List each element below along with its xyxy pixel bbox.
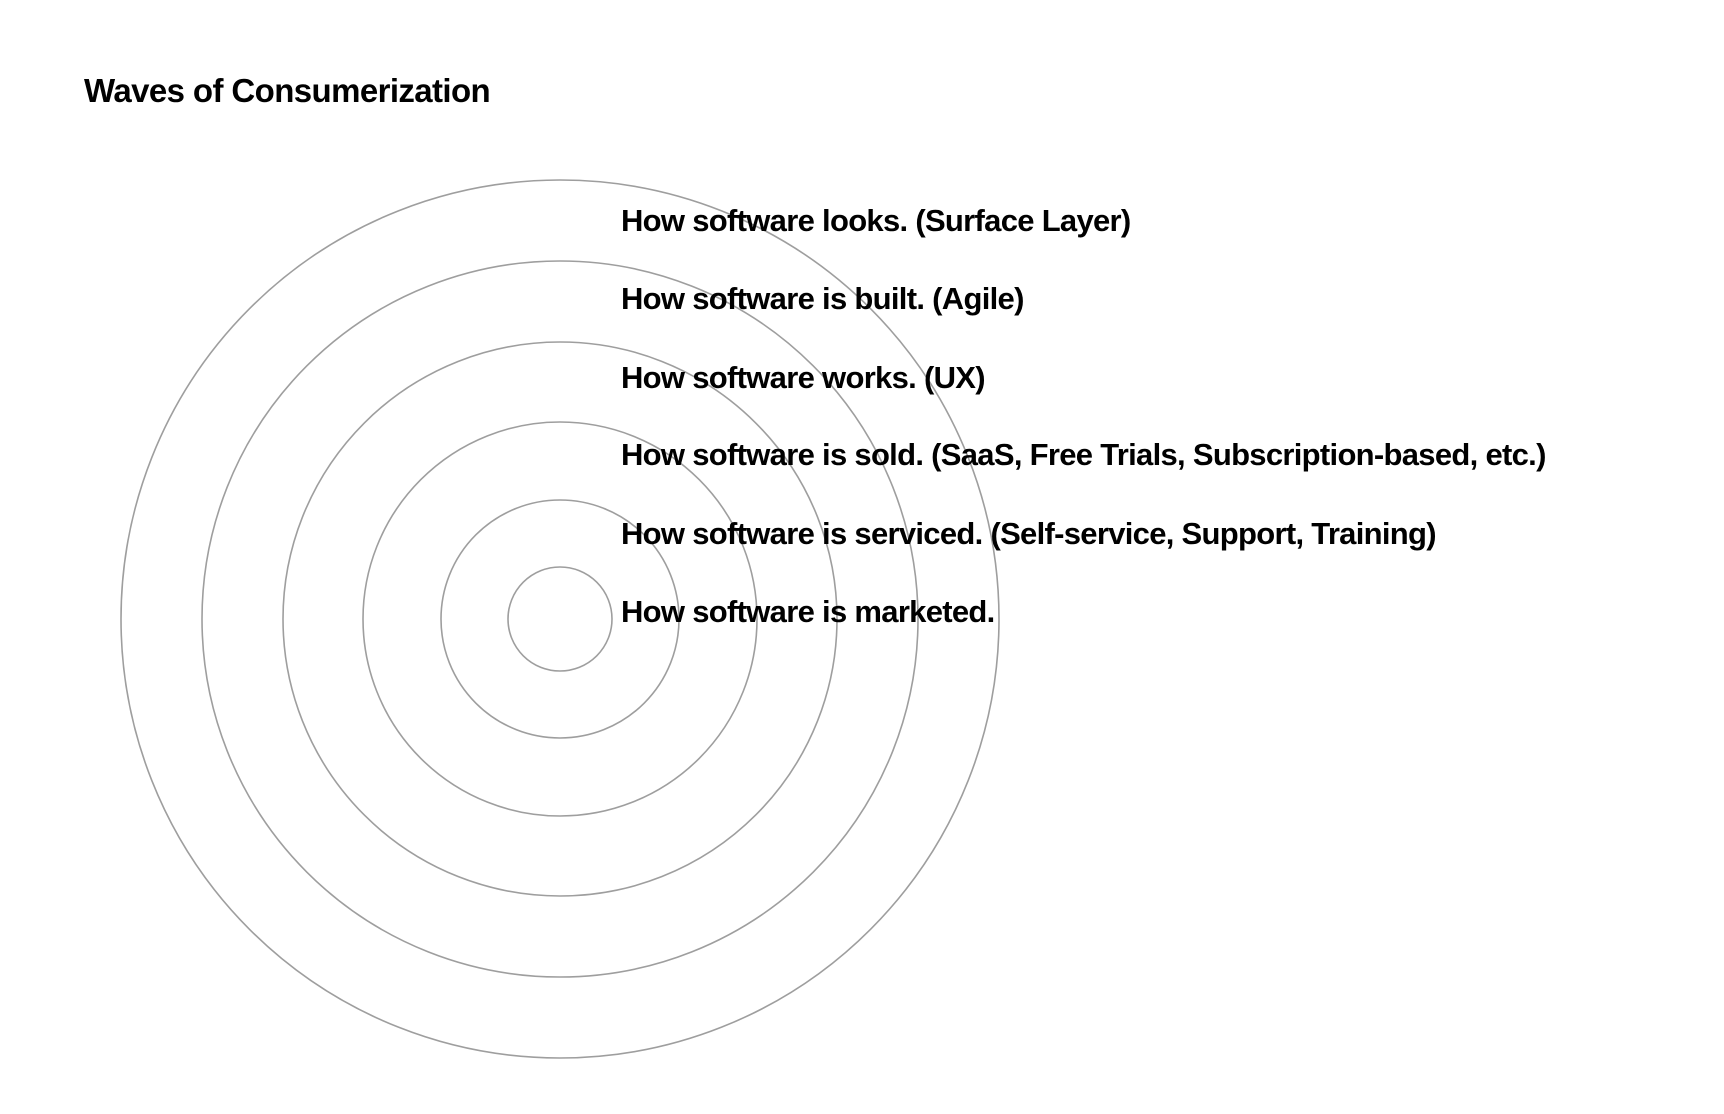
ring-marketed — [507, 566, 613, 672]
layer-label-looks: How software looks. (Surface Layer) — [621, 203, 1131, 238]
diagram-title: Waves of Consumerization — [84, 72, 491, 109]
ring-works — [282, 341, 838, 897]
ring-serviced — [440, 499, 680, 739]
layer-label-sold: How software is sold. (SaaS, Free Trials… — [621, 437, 1546, 472]
layer-label-built: How software is built. (Agile) — [621, 281, 1024, 316]
layer-label-serviced: How software is serviced. (Self-service,… — [621, 516, 1437, 551]
layer-label-works: How software works. (UX) — [621, 360, 986, 395]
ring-built — [201, 260, 919, 978]
ring-sold — [362, 421, 758, 817]
layer-label-marketed: How software is marketed. — [621, 594, 995, 629]
ring-surface — [120, 179, 1000, 1059]
